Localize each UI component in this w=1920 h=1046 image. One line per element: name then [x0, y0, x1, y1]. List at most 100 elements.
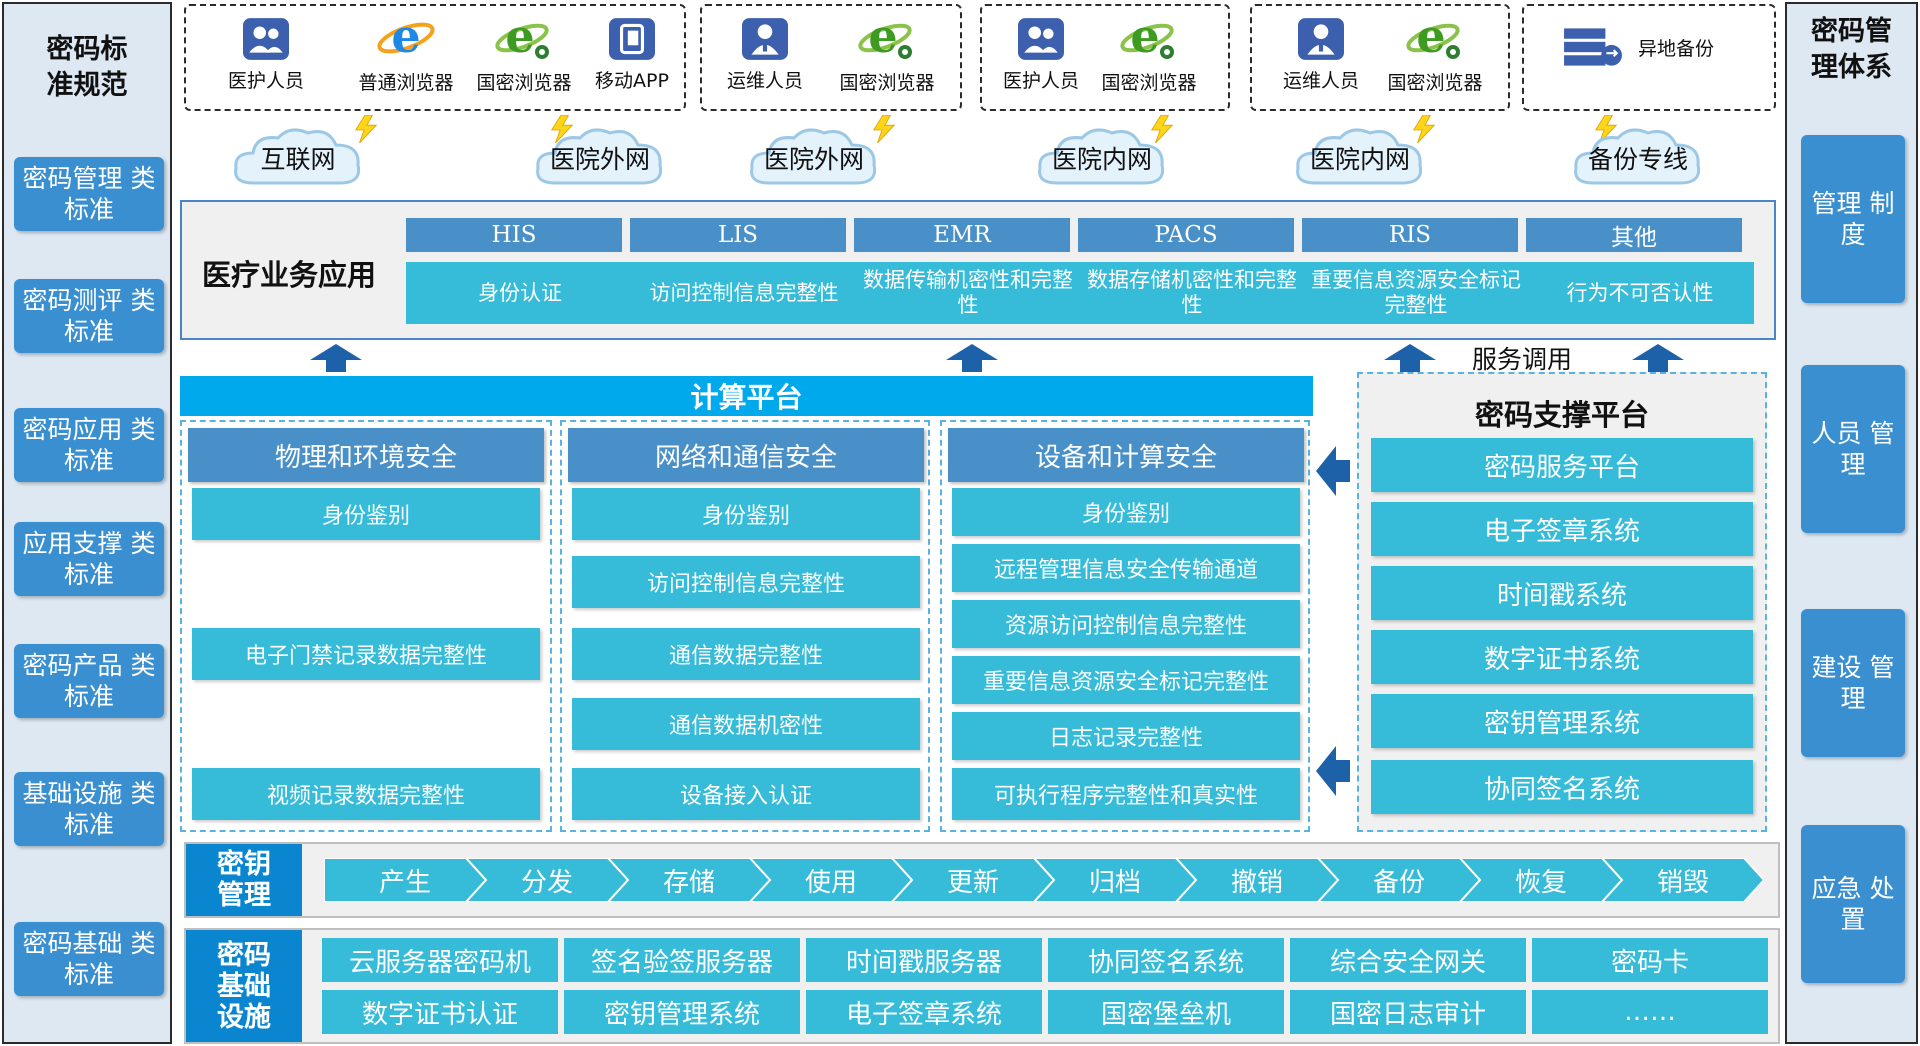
- lifecycle-step[interactable]: 更新: [946, 867, 999, 898]
- user-item-label: 运维人员: [1282, 70, 1359, 92]
- support-item[interactable]: 密码服务平台: [1371, 438, 1753, 492]
- user-item[interactable]: 国密浏览器: [1380, 14, 1490, 95]
- security-item[interactable]: 资源访问控制信息完整性: [952, 600, 1300, 648]
- security-item[interactable]: 视频记录数据完整性: [192, 768, 540, 820]
- management-item[interactable]: 应急 处置: [1801, 825, 1905, 983]
- security-feature[interactable]: 行为不可否认性: [1526, 262, 1754, 324]
- security-item[interactable]: 远程管理信息安全传输通道: [952, 544, 1300, 592]
- security-item[interactable]: 通信数据完整性: [572, 628, 920, 680]
- user-item[interactable]: 国密浏览器: [474, 14, 574, 95]
- security-feature[interactable]: 身份认证: [406, 262, 634, 324]
- lifecycle-step[interactable]: 撤销: [1230, 867, 1283, 898]
- left-arrow-icon: [1316, 746, 1350, 796]
- column-title[interactable]: 网络和通信安全: [568, 428, 924, 482]
- security-item[interactable]: 通信数据机密性: [572, 698, 920, 750]
- security-item[interactable]: 身份鉴别: [572, 488, 920, 540]
- system-header[interactable]: 其他: [1526, 218, 1742, 252]
- support-item[interactable]: 电子签章系统: [1371, 502, 1753, 556]
- security-item[interactable]: 重要信息资源安全标记完整性: [952, 656, 1300, 704]
- people-icon: [1018, 18, 1064, 60]
- user-item[interactable]: 国密浏览器: [1094, 14, 1204, 95]
- management-item[interactable]: 管理 制度: [1801, 135, 1905, 303]
- lifecycle-step[interactable]: 使用: [804, 867, 857, 898]
- lifecycle-step[interactable]: 产生: [378, 867, 431, 898]
- standard-item[interactable]: 密码应用 类标准: [14, 408, 164, 482]
- service-call-label: 服务调用: [1472, 345, 1573, 374]
- user-item-label: 国密浏览器: [476, 72, 572, 94]
- user-item[interactable]: 医护人员: [996, 18, 1086, 93]
- security-feature[interactable]: 数据传输机密性和完整性: [854, 262, 1082, 324]
- standard-item[interactable]: 密码基础 类标准: [14, 922, 164, 996]
- system-header[interactable]: LIS: [630, 218, 846, 252]
- infra-item[interactable]: 时间戳服务器: [806, 938, 1042, 982]
- standard-item[interactable]: 密码产品 类标准: [14, 644, 164, 718]
- user-item[interactable]: 普通浏览器: [351, 14, 461, 95]
- lifecycle-chevron: [606, 858, 772, 902]
- infra-item[interactable]: 密钥管理系统: [564, 990, 800, 1034]
- infra-item[interactable]: 密码卡: [1532, 938, 1768, 982]
- crypto-infrastructure: 密码 基础 设施 云服务器密码机 签名验签服务器 时间戳服务器 协同签名系统 综…: [184, 928, 1780, 1044]
- user-item[interactable]: 国密浏览器: [832, 14, 942, 95]
- infra-item[interactable]: 云服务器密码机: [322, 938, 558, 982]
- infra-item[interactable]: 国密日志审计: [1290, 990, 1526, 1034]
- support-item[interactable]: 密钥管理系统: [1371, 694, 1753, 748]
- user-item[interactable]: 运维人员: [720, 18, 810, 93]
- standard-item[interactable]: 密码管理 类标准: [14, 157, 164, 231]
- left-panel-title: 密码标 准规范: [46, 34, 128, 101]
- network-label: 医院外网: [763, 145, 864, 174]
- standard-item[interactable]: 密码测评 类标准: [14, 279, 164, 353]
- security-feature[interactable]: 数据存储机密性和完整性: [1078, 262, 1306, 324]
- lifecycle-step[interactable]: 分发: [520, 867, 573, 898]
- crypto-infra-title: 密码 基础 设施: [186, 930, 302, 1042]
- user-item[interactable]: 异地备份: [1562, 26, 1762, 68]
- user-group-4: 运维人员 国密浏览器: [1250, 4, 1510, 111]
- user-item-label: 国密浏览器: [839, 72, 935, 94]
- system-header[interactable]: RIS: [1302, 218, 1518, 252]
- lifecycle-step[interactable]: 存储: [662, 867, 715, 898]
- support-item[interactable]: 数字证书系统: [1371, 630, 1753, 684]
- standard-item[interactable]: 应用支撑 类标准: [14, 522, 164, 596]
- support-item[interactable]: 时间戳系统: [1371, 566, 1753, 620]
- system-header[interactable]: PACS: [1078, 218, 1294, 252]
- lifecycle-step[interactable]: 归档: [1088, 867, 1141, 898]
- user-item[interactable]: 移动APP: [590, 18, 674, 93]
- security-item[interactable]: 电子门禁记录数据完整性: [192, 628, 540, 680]
- infra-item[interactable]: 数字证书认证: [322, 990, 558, 1034]
- security-item[interactable]: 身份鉴别: [192, 488, 540, 540]
- network-label: 互联网: [260, 145, 336, 174]
- lifecycle-step[interactable]: 备份: [1372, 867, 1425, 898]
- column-title[interactable]: 物理和环境安全: [188, 428, 544, 482]
- security-item[interactable]: 可执行程序完整性和真实性: [952, 768, 1300, 820]
- system-header[interactable]: EMR: [854, 218, 1070, 252]
- management-item[interactable]: 建设 管理: [1801, 609, 1905, 757]
- infra-item[interactable]: 国密堡垒机: [1048, 990, 1284, 1034]
- security-feature[interactable]: 重要信息资源安全标记完整性: [1302, 262, 1530, 324]
- lifecycle-step[interactable]: 销毁: [1656, 867, 1709, 898]
- lifecycle-chevron: [748, 858, 914, 902]
- infra-item[interactable]: 综合安全网关: [1290, 938, 1526, 982]
- security-item[interactable]: 身份鉴别: [952, 488, 1300, 536]
- column-title[interactable]: 设备和计算安全: [948, 428, 1304, 482]
- security-feature[interactable]: 访问控制信息完整性: [630, 262, 858, 324]
- up-arrow-icon: [1384, 344, 1436, 372]
- network-label: 医院外网: [549, 145, 650, 174]
- support-item[interactable]: 协同签名系统: [1371, 760, 1753, 814]
- left-panel-standards: 密码标 准规范 密码管理 类标准 密码测评 类标准 密码应用 类标准 应用支撑 …: [2, 2, 172, 1044]
- infra-item[interactable]: ……: [1532, 990, 1768, 1034]
- lifecycle-steps: 产生 分发 存储 使用 更新 归档 撤销 备份 恢复 销毁: [324, 858, 1764, 902]
- system-header[interactable]: HIS: [406, 218, 622, 252]
- management-item[interactable]: 人员 管理: [1801, 365, 1905, 533]
- network-cloud: 医院外网: [744, 122, 884, 194]
- security-item[interactable]: 设备接入认证: [572, 768, 920, 820]
- infra-item[interactable]: 签名验签服务器: [564, 938, 800, 982]
- security-item[interactable]: 访问控制信息完整性: [572, 556, 920, 608]
- lifecycle-chevron-strip: [324, 858, 1764, 902]
- user-item[interactable]: 运维人员: [1276, 18, 1366, 93]
- security-item[interactable]: 日志记录完整性: [952, 712, 1300, 760]
- infra-item[interactable]: 电子签章系统: [806, 990, 1042, 1034]
- user-group-2: 运维人员 国密浏览器: [700, 4, 962, 111]
- infra-item[interactable]: 协同签名系统: [1048, 938, 1284, 982]
- standard-item[interactable]: 基础设施 类标准: [14, 772, 164, 846]
- user-item[interactable]: 医护人员: [226, 18, 306, 93]
- lifecycle-step[interactable]: 恢复: [1514, 867, 1567, 898]
